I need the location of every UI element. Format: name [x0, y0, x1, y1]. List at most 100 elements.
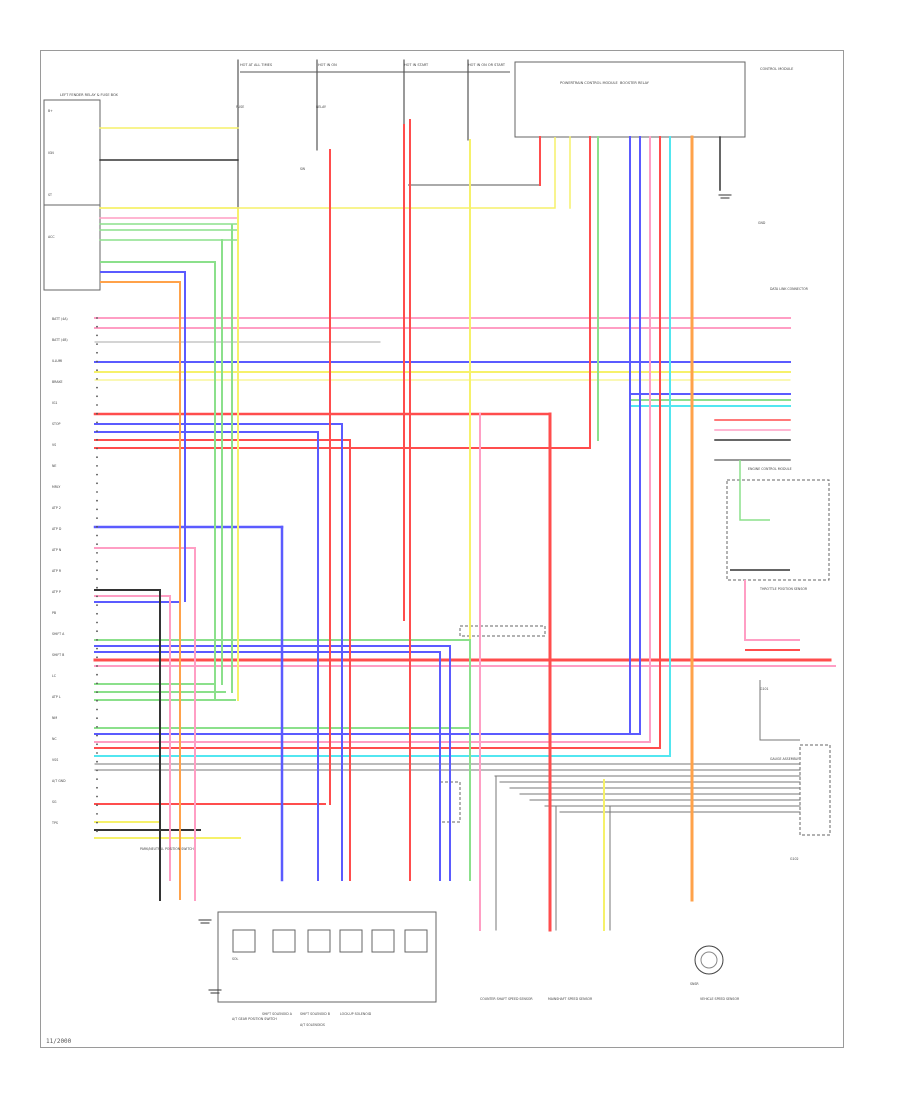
- connector-pin-dot: [96, 760, 98, 763]
- at-solenoids-box: [217, 911, 437, 1003]
- solenoid-box-5: [371, 929, 395, 953]
- orange-drop-1: [100, 281, 181, 900]
- connector-pin-dot: [96, 726, 98, 728]
- top-label-5: HOT IN ON OR START: [468, 63, 506, 67]
- connector-pin-dot: [96, 743, 98, 746]
- sub-label-2: RELAY: [316, 105, 326, 109]
- right-label-5: G101: [760, 687, 769, 691]
- relay-box-label-3: ST: [48, 193, 52, 197]
- left-pin-label-17: SHIFT B: [52, 653, 64, 657]
- left-pin-label-18: LC: [52, 674, 57, 678]
- connector-pin-dot: [96, 543, 98, 546]
- left-fender-relay-box: [43, 99, 101, 291]
- relay-box-label-1: B+: [48, 109, 53, 113]
- connector-pin-dot: [96, 430, 98, 432]
- control-module-box: [726, 479, 830, 581]
- connector-pin-dot: [96, 752, 98, 754]
- connector-pin-dot: [96, 708, 98, 711]
- connector-pin-dot: [96, 412, 98, 415]
- connector-pin-dot: [96, 560, 98, 563]
- solenoid-box-1: [232, 929, 256, 953]
- left-pin-label-13: ATP R: [52, 569, 62, 573]
- connector-right-lower: [799, 744, 831, 836]
- yellow-feed: [100, 137, 556, 209]
- sub-label-6: SNSR: [690, 982, 699, 986]
- connector-pin-dot: [96, 734, 98, 737]
- bottom-label-3: SHIFT SOLENOID B: [300, 1012, 330, 1016]
- connector-pin-dot: [96, 612, 98, 615]
- solenoid-box-2: [272, 929, 296, 953]
- connector-pin-dot: [96, 673, 98, 676]
- solenoid-box-3: [307, 929, 331, 953]
- connector-pin-dot: [96, 456, 98, 459]
- left-pin-label-11: ATP D: [52, 527, 62, 531]
- left-pin-label-7: VS: [52, 443, 56, 447]
- left-pin-label-9: MRLY: [52, 485, 60, 489]
- vehicle-speed-sensor-circle: [694, 945, 724, 975]
- left-pin-label-1: BATT (4A): [52, 317, 68, 321]
- bottom-label-1: A/T GEAR POSITION SWITCH: [232, 1017, 277, 1021]
- connector-pin-dot: [96, 473, 98, 476]
- top-label-4: HOT IN START: [404, 63, 429, 67]
- sub-label-5: SOL: [232, 957, 239, 961]
- left-pin-label-5: IG1: [52, 401, 57, 405]
- connector-pin-dot: [96, 386, 98, 389]
- bottom-label-9: PARK/NEUTRAL POSITION SWITCH: [140, 847, 194, 851]
- connector-pin-dot: [96, 395, 98, 398]
- right-green-loop: [739, 460, 770, 521]
- connector-pin-dot: [96, 717, 98, 720]
- bottom-label-8: VEHICLE SPEED SENSOR: [700, 997, 740, 1001]
- left-pin-label-6: STOP: [52, 422, 60, 426]
- connector-pin-dot: [96, 778, 98, 780]
- top-label-1: LEFT FENDER RELAY & FUSE BOX: [60, 93, 119, 97]
- left-pin-label-10: ATP 2: [52, 506, 61, 510]
- connector-pin-dot: [96, 465, 98, 467]
- left-pin-label-21: NC: [52, 737, 57, 741]
- diagram-frame: [40, 50, 844, 1048]
- bottom-label-6: COUNTER SHAFT SPEED SENSOR: [480, 997, 533, 1001]
- connector-pin-dot: [96, 438, 98, 441]
- connector-pin-dot: [96, 586, 98, 589]
- connector-pin-dot: [96, 786, 98, 789]
- connector-pin-dot: [96, 447, 98, 450]
- connector-pin-dot: [96, 525, 98, 528]
- right-label-4: THROTTLE POSITION SENSOR: [759, 587, 808, 591]
- top-label-6: POWERTRAIN CONTROL MODULE: [560, 81, 618, 85]
- connector-pin-dot: [96, 343, 98, 345]
- right-label-1: DATA LINK CONNECTOR: [770, 287, 809, 291]
- connector-pin-dot: [96, 699, 98, 702]
- connector-pin-dot: [96, 317, 98, 319]
- relay-box-lower: [43, 204, 101, 291]
- connector-pin-dot: [96, 604, 98, 606]
- right-pink-loop: [744, 580, 800, 641]
- top-label-8: CONTROL MODULE: [760, 67, 793, 71]
- left-pin-label-22: VSS: [52, 758, 58, 762]
- blue-drop-1: [100, 271, 186, 602]
- left-pin-label-24: SG: [52, 800, 57, 804]
- left-pin-label-15: PB: [52, 611, 56, 615]
- bottom-label-5: A/T SOLENOIDS: [300, 1023, 325, 1027]
- right-label-2: GAUGE ASSEMBLY: [770, 757, 799, 761]
- connector-pin-dot: [96, 665, 98, 667]
- left-pin-label-2: BATT (4B): [52, 338, 68, 342]
- relay-box-label-2: IGN: [48, 151, 54, 155]
- connector-pin-dot: [96, 639, 98, 641]
- connector-pin-dot: [96, 360, 98, 363]
- right-label-3: ENGINE CONTROL MODULE: [748, 467, 792, 471]
- left-pin-label-25: TPS: [51, 821, 58, 825]
- left-pin-label-23: A/T GND: [52, 779, 66, 783]
- connector-pin-dot: [96, 508, 98, 511]
- connector-pin-dot: [96, 691, 98, 693]
- connector-pin-dot: [96, 404, 98, 406]
- connector-pin-dot: [96, 517, 98, 519]
- connector-pin-dot: [96, 595, 98, 598]
- connector-pin-dot: [96, 630, 98, 633]
- sub-label-3: SW: [300, 167, 306, 171]
- left-pin-label-12: ATP N: [52, 548, 62, 552]
- connector-pin-dot: [96, 656, 98, 659]
- connector-pin-dot: [96, 647, 98, 650]
- connector-pin-dot: [96, 769, 98, 772]
- solenoid-box-6: [404, 929, 428, 953]
- connector-pin-dot: [96, 682, 98, 685]
